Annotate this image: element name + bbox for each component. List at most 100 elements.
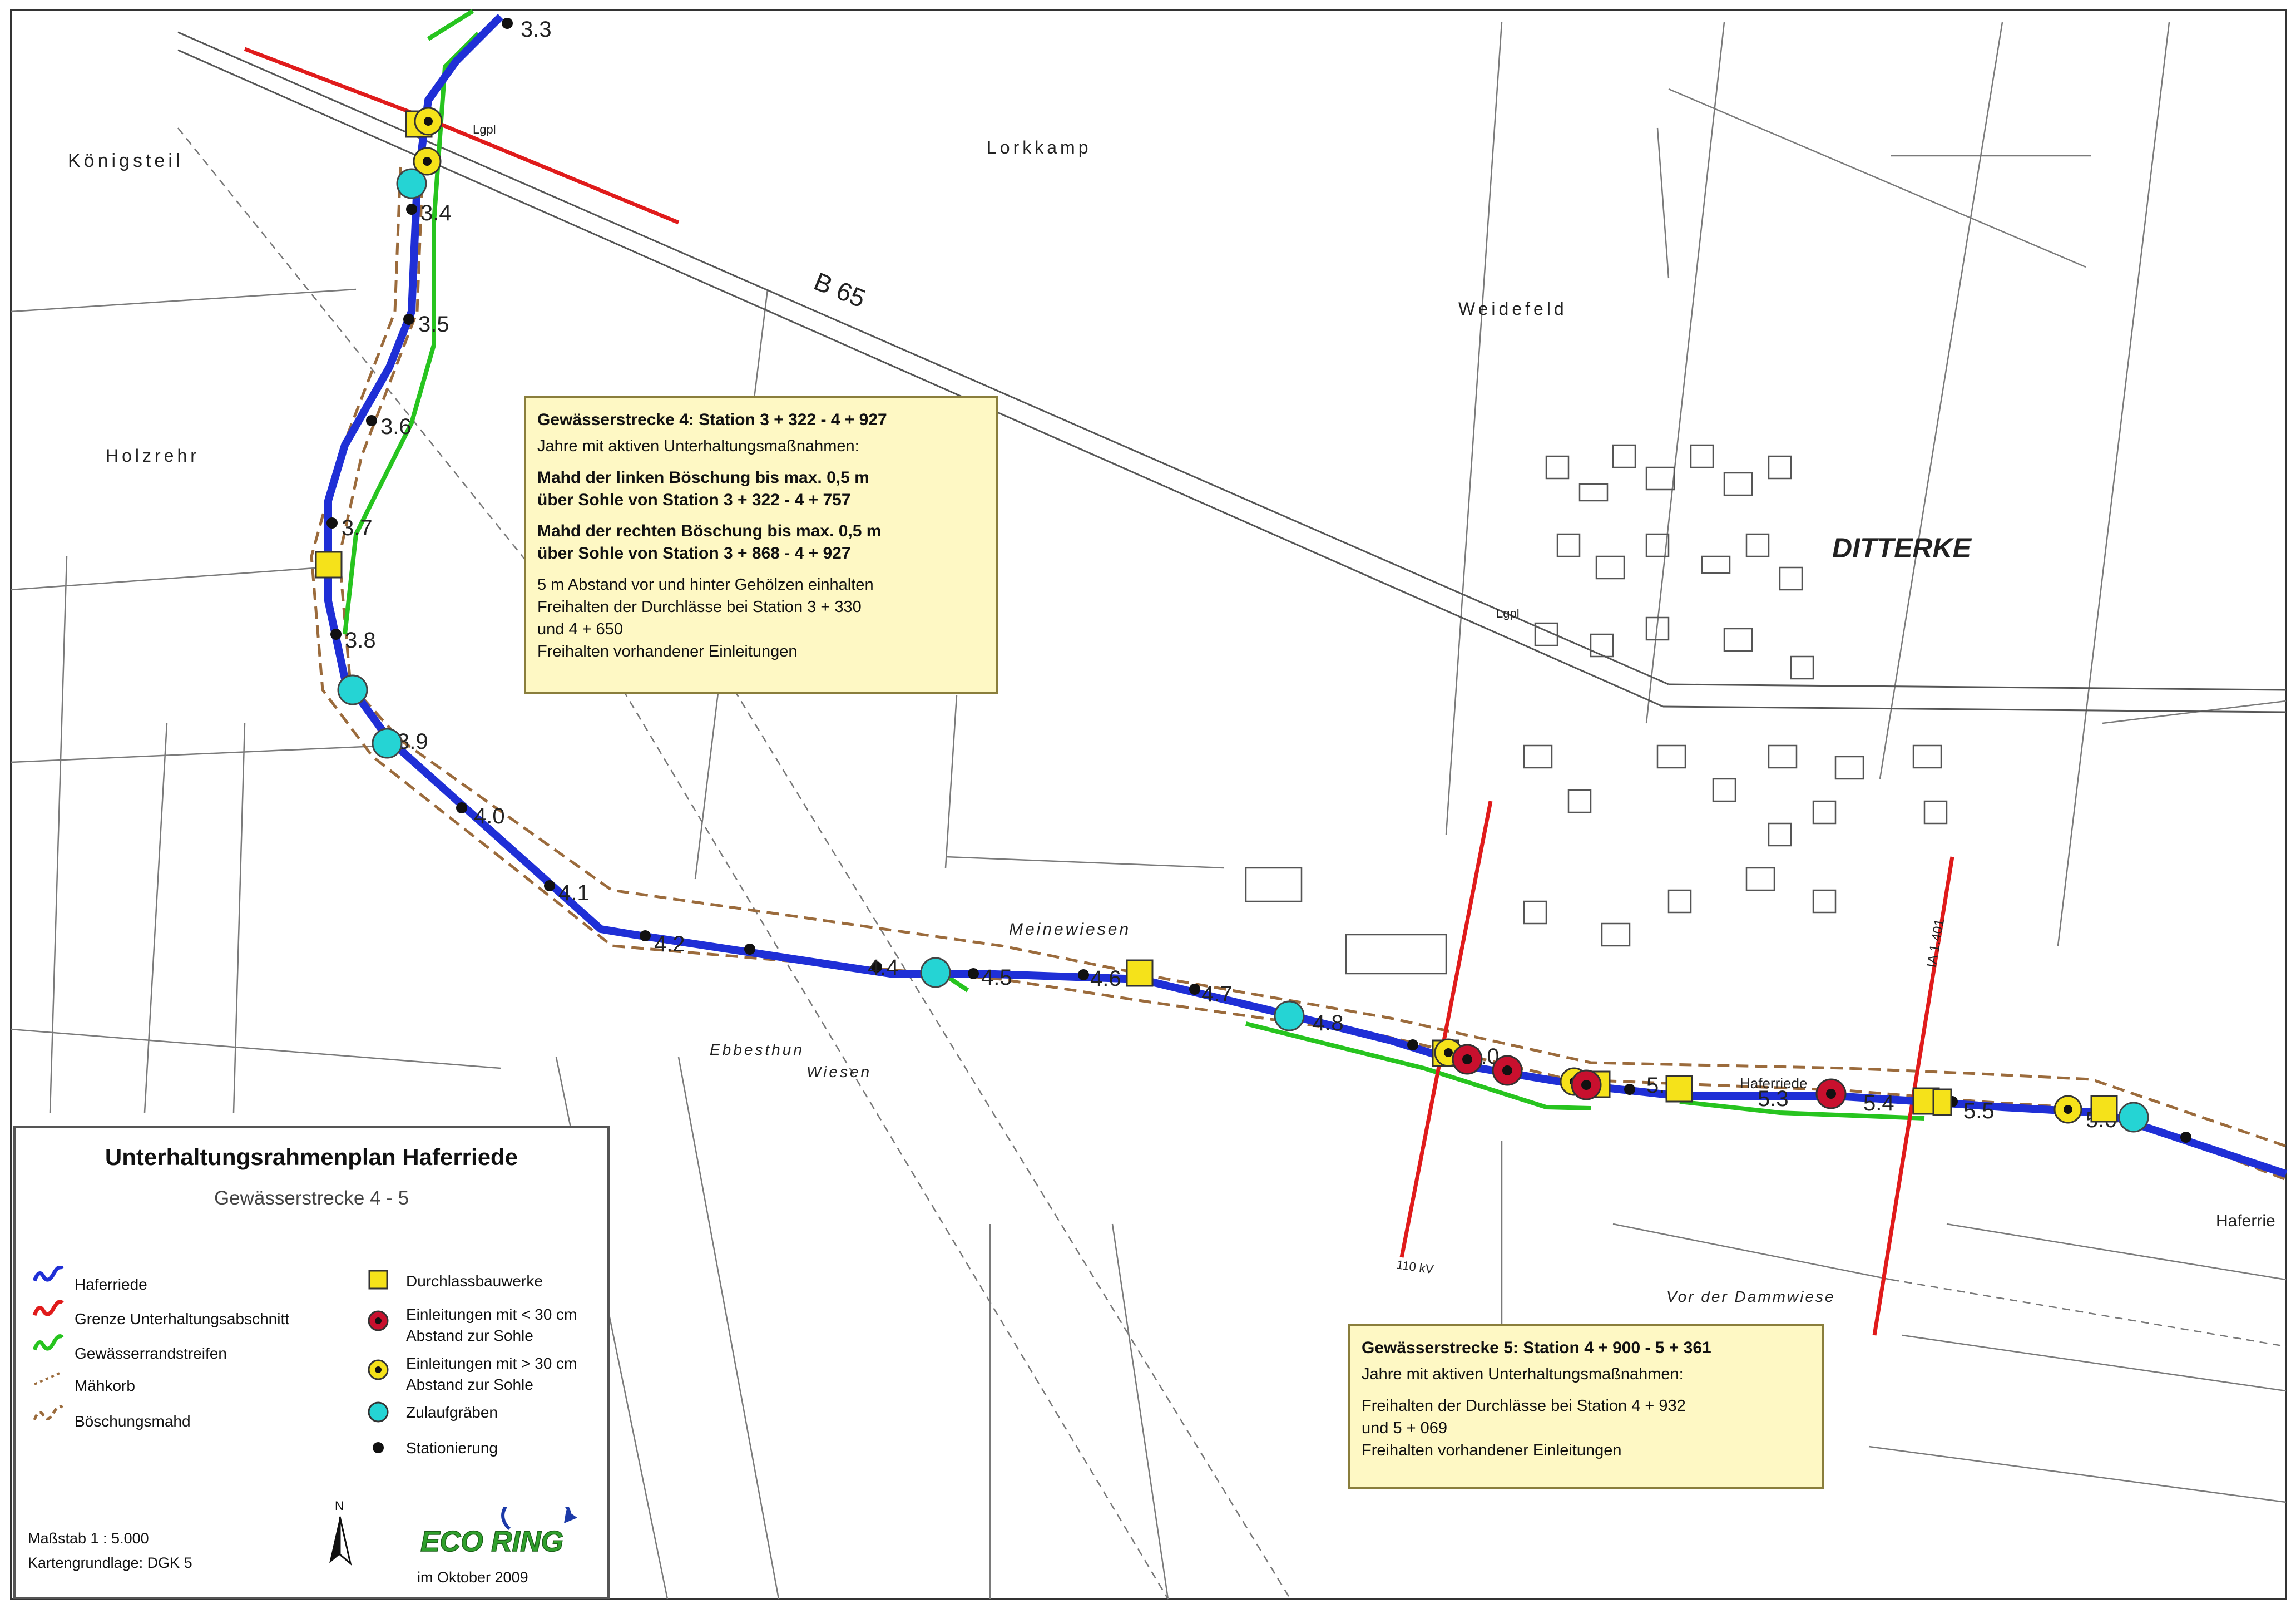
legend-item-inflow-high: Einleitungen mit > 30 cm: [406, 1355, 577, 1372]
inflow-low-marker: [1452, 1044, 1483, 1075]
station-label: 4.5: [981, 965, 1012, 990]
station-symbol-icon: [373, 1442, 384, 1453]
info-box-section-4: Gewässerstrecke 4: Station 3 + 322 - 4 +…: [524, 396, 998, 694]
inflow-high-marker: [413, 147, 442, 176]
north-label: N: [335, 1499, 344, 1513]
station-label: 4.4: [868, 955, 899, 980]
place-ditterke: DITTERKE: [1832, 532, 1972, 564]
station-label: 4.1: [558, 881, 590, 905]
section-5-notes: Freihalten der Durchlässe bei Station 4 …: [1362, 1395, 1811, 1462]
legend-item-tributary: Zulaufgräben: [406, 1404, 498, 1421]
buffer-symbol-icon: [32, 1334, 64, 1351]
note-line: 5 m Abstand vor und hinter Gehölzen einh…: [537, 576, 874, 594]
river-symbol-icon: [32, 1266, 64, 1282]
legend-item-embankment: Böschungsmahd: [75, 1413, 191, 1430]
haferriede-river: [324, 14, 2288, 1178]
tributary-marker: [396, 168, 427, 199]
embankment-mowing: [310, 166, 2287, 1181]
legend-item-inflow-low: Einleitungen mit < 30 cm: [406, 1306, 577, 1323]
measure-line: über Sohle von Station 3 + 322 - 4 + 757: [537, 491, 851, 509]
parcel-lines: [11, 22, 2287, 1600]
measure-line: Mahd der rechten Böschung bis max. 0,5 m: [537, 522, 882, 540]
measure-line: über Sohle von Station 3 + 868 - 4 + 927: [537, 544, 851, 562]
inflow-low-symbol-icon: [368, 1310, 389, 1331]
section-4-title: Gewässerstrecke 4: Station 3 + 322 - 4 +…: [537, 411, 887, 429]
measure-line: Mahd der linken Böschung bis max. 0,5 m: [537, 468, 869, 487]
tributary-marker: [372, 728, 403, 759]
lgpl-label: Lgpl: [1496, 606, 1520, 620]
inflow-low-marker: [1571, 1069, 1602, 1100]
place-holzrehr: Holzrehr: [106, 446, 200, 466]
legend-item-inflow-low-2: Abstand zur Sohle: [406, 1327, 533, 1344]
place-koenigsteil: Königsteil: [68, 150, 183, 171]
culvert-symbol-icon: [368, 1270, 388, 1290]
legend-line-symbols: [32, 1266, 64, 1420]
legend-item-culvert: Durchlassbauwerke: [406, 1272, 543, 1290]
station-label: 5.5: [1963, 1099, 1995, 1123]
inflows-low: [1452, 1044, 1847, 1109]
station-labels: 3.3 3.4 3.5 3.6 3.7 3.8 3.9 4.0 4.1 4.2 …: [342, 17, 2117, 1132]
legend-base-map: Kartengrundlage: DGK 5: [28, 1554, 192, 1571]
map-legend: Unterhaltungsrahmenplan Haferriede Gewäs…: [13, 1126, 610, 1599]
boundary-symbol-icon: [32, 1300, 64, 1316]
buffer-strips: [343, 9, 1925, 1121]
place-ebbesthun: Ebbesthun: [710, 1041, 804, 1058]
eco-ring-logo-icon: ECO RING: [420, 1507, 577, 1558]
section-4-subtitle: Jahre mit aktiven Unterhaltungsmaßnahmen…: [537, 437, 859, 455]
station-label: 4.8: [1313, 1011, 1344, 1035]
legend-item-buffer: Gewässerrandstreifen: [75, 1345, 227, 1362]
section-5-subtitle: Jahre mit aktiven Unterhaltungsmaßnahmen…: [1362, 1365, 1684, 1383]
note-line: und 4 + 650: [537, 620, 624, 638]
place-haferriede-road: Haferriede: [1740, 1075, 1807, 1092]
legend-item-boundary: Grenze Unterhaltungsabschnitt: [75, 1310, 289, 1327]
station-label: 5.4: [1863, 1091, 1894, 1116]
station-label: 4.7: [1201, 982, 1233, 1006]
maehkorb-symbol-icon: [34, 1371, 63, 1385]
lgpl-label: Lgpl: [473, 122, 496, 136]
culvert-marker: [1126, 959, 1154, 987]
tributary-marker: [1274, 1000, 1305, 1031]
tributaries: [337, 168, 2149, 1133]
inflow-high-symbol-icon: [368, 1359, 389, 1380]
section-4-measure-left: Mahd der linken Böschung bis max. 0,5 m …: [537, 467, 984, 511]
culvert-marker: [2090, 1095, 2118, 1123]
inflow-low-marker: [1815, 1078, 1847, 1109]
culvert-marker: [1932, 1088, 1952, 1116]
inflow-high-marker: [414, 107, 443, 136]
inflow-high-marker: [1434, 1038, 1463, 1067]
tributary-marker: [920, 957, 951, 988]
logo-text: ECO RING: [420, 1526, 563, 1558]
station-label: 3.7: [342, 516, 373, 540]
place-vor-der-dammwiese: Vor der Dammwiese: [1666, 1288, 1835, 1305]
tributary-marker: [2118, 1102, 2149, 1133]
legend-point-symbols: [368, 1270, 389, 1453]
legend-item-station: Stationierung: [406, 1439, 498, 1457]
embankment-symbol-icon: [33, 1405, 63, 1420]
place-haferriede-edge: Haferrie: [2216, 1212, 2275, 1230]
tributary-marker: [337, 674, 368, 705]
inflow-high-marker: [2053, 1095, 2082, 1124]
section-5-title: Gewässerstrecke 5: Station 4 + 900 - 5 +…: [1362, 1339, 1711, 1357]
legend-scale: Maßstab 1 : 5.000: [28, 1530, 149, 1547]
legend-item-haferriede: Haferriede: [75, 1276, 147, 1293]
info-box-section-5: Gewässerstrecke 5: Station 4 + 900 - 5 +…: [1348, 1324, 1824, 1489]
tributary-symbol-icon: [368, 1401, 389, 1423]
station-label: 4.2: [654, 932, 685, 956]
place-wiesen: Wiesen: [806, 1063, 872, 1080]
station-label: 3.6: [380, 414, 412, 439]
legend-item-inflow-high-2: Abstand zur Sohle: [406, 1376, 533, 1393]
place-meinewiesen: Meinewiesen: [1009, 920, 1131, 939]
station-label: 3.4: [420, 201, 452, 225]
legend-subtitle: Gewässerstrecke 4 - 5: [214, 1187, 409, 1209]
legend-date: im Oktober 2009: [417, 1569, 528, 1586]
place-lorkkamp: Lorkkamp: [987, 137, 1092, 157]
note-line: Freihalten der Durchlässe bei Station 3 …: [537, 598, 862, 616]
note-line: Freihalten der Durchlässe bei Station 4 …: [1362, 1397, 1686, 1415]
culvert-marker: [315, 551, 343, 579]
note-line: Freihalten vorhandener Einleitungen: [1362, 1442, 1622, 1459]
station-label: 4.6: [1090, 966, 1121, 991]
section-4-measure-right: Mahd der rechten Böschung bis max. 0,5 m…: [537, 520, 984, 565]
legend-item-maehkorb: Mähkorb: [75, 1377, 135, 1394]
section-4-notes: 5 m Abstand vor und hinter Gehölzen einh…: [537, 574, 984, 663]
station-label: 3.5: [418, 312, 449, 337]
